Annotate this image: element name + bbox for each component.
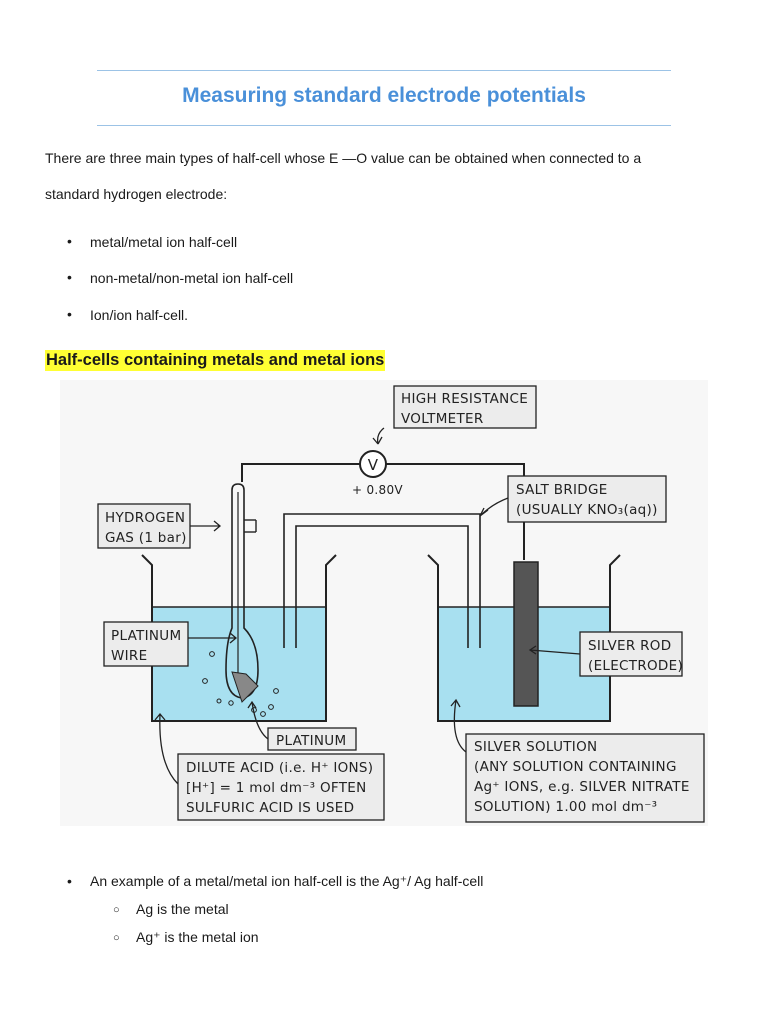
svg-text:WIRE: WIRE: [111, 648, 147, 664]
platinum-foil: [231, 671, 259, 703]
salt-bridge-label: SALT BRIDGE (USUALLY KNO₃(aq)): [507, 475, 667, 523]
salt-bridge: [283, 513, 481, 648]
silver-rod: [513, 561, 539, 707]
svg-text:Ag⁺ IONS, e.g. SILVER NITR: Ag⁺ IONS, e.g. SILVER NITRATE: [474, 779, 690, 795]
voltmeter-label: HIGH RESISTANCE VOLTMETER: [393, 385, 537, 429]
voltage-reading: + 0.80V: [352, 483, 403, 497]
silver-rod-label: SILVER ROD (ELECTRODE): [579, 631, 683, 677]
circle-bullet-icon: ○: [113, 904, 120, 916]
page-title: Measuring standard electrode potentials: [182, 84, 586, 107]
svg-text:SOLUTION) 1.00 mol dm⁻³: SOLUTION) 1.00 mol dm⁻³: [474, 799, 657, 815]
svg-text:(ELECTRODE): (ELECTRODE): [588, 658, 683, 674]
platinum-label: PLATINUM: [267, 727, 357, 751]
svg-text:VOLTMETER: VOLTMETER: [401, 411, 484, 427]
svg-text:SALT BRIDGE: SALT BRIDGE: [516, 482, 608, 498]
top-rule: [97, 70, 671, 71]
example-sub-1: Ag is the metal: [136, 901, 229, 917]
svg-text:DILUTE ACID (i.e. H⁺ IONS): DILUTE ACID (i.e. H⁺ IONS): [186, 760, 373, 776]
type-item-3: Ion/ion half-cell.: [90, 307, 189, 323]
bullet-icon: •: [67, 873, 72, 889]
svg-text:HYDROGEN: HYDROGEN: [105, 510, 185, 526]
voltmeter-letter: V: [368, 456, 379, 474]
svg-text:[H⁺] = 1 mol dm⁻³ OFTEN: [H⁺] = 1 mol dm⁻³ OFTEN: [186, 780, 367, 796]
svg-text:SULFURIC ACID IS USED: SULFURIC ACID IS USED: [186, 800, 354, 816]
example-text: An example of a metal/metal ion half-cel…: [90, 873, 484, 889]
svg-text:PLATINUM: PLATINUM: [111, 628, 181, 644]
right-beaker: [427, 554, 621, 722]
voltmeter-symbol: [359, 450, 387, 478]
type-item-2: non-metal/non-metal ion half-cell: [90, 270, 294, 286]
circle-bullet-icon: ○: [113, 932, 120, 944]
svg-text:GAS (1 bar): GAS (1 bar): [105, 530, 187, 546]
left-beaker: [141, 554, 337, 722]
svg-text:SILVER ROD: SILVER ROD: [588, 638, 671, 654]
type-item-1: metal/metal ion half-cell: [90, 234, 238, 250]
hydrogen-label: HYDROGEN GAS (1 bar): [97, 503, 191, 549]
example-sub-2: Ag⁺ is the metal ion: [136, 929, 259, 945]
hydrogen-electrode: [225, 483, 259, 699]
svg-text:(ANY SOLUTION CONTAINING: (ANY SOLUTION CONTAINING: [474, 759, 677, 775]
bullet-icon: •: [67, 306, 72, 322]
half-cell-diagram: V + 0.80V HIGH RESISTANCE VOLTMETER HYDR…: [60, 380, 708, 826]
circuit-wire: [241, 463, 360, 482]
bullet-icon: •: [67, 233, 72, 249]
intro-line-1: There are three main types of half-cell …: [45, 150, 642, 166]
section-heading: Half-cells containing metals and metal i…: [45, 350, 386, 371]
acid-label: DILUTE ACID (i.e. H⁺ IONS) [H⁺] = 1 mol …: [177, 753, 385, 821]
platinum-wire-label: PLATINUM WIRE: [103, 621, 189, 667]
bottom-rule: [97, 125, 671, 126]
svg-text:PLATINUM: PLATINUM: [276, 733, 346, 749]
intro-line-2: standard hydrogen electrode:: [45, 186, 228, 202]
bullet-icon: •: [67, 269, 72, 285]
svg-text:SILVER SOLUTION: SILVER SOLUTION: [474, 739, 597, 755]
svg-text:(USUALLY KNO₃(aq)): (USUALLY KNO₃(aq)): [516, 502, 658, 518]
silver-solution-label: SILVER SOLUTION (ANY SOLUTION CONTAINING…: [465, 733, 705, 823]
svg-text:HIGH RESISTANCE: HIGH RESISTANCE: [401, 391, 528, 407]
